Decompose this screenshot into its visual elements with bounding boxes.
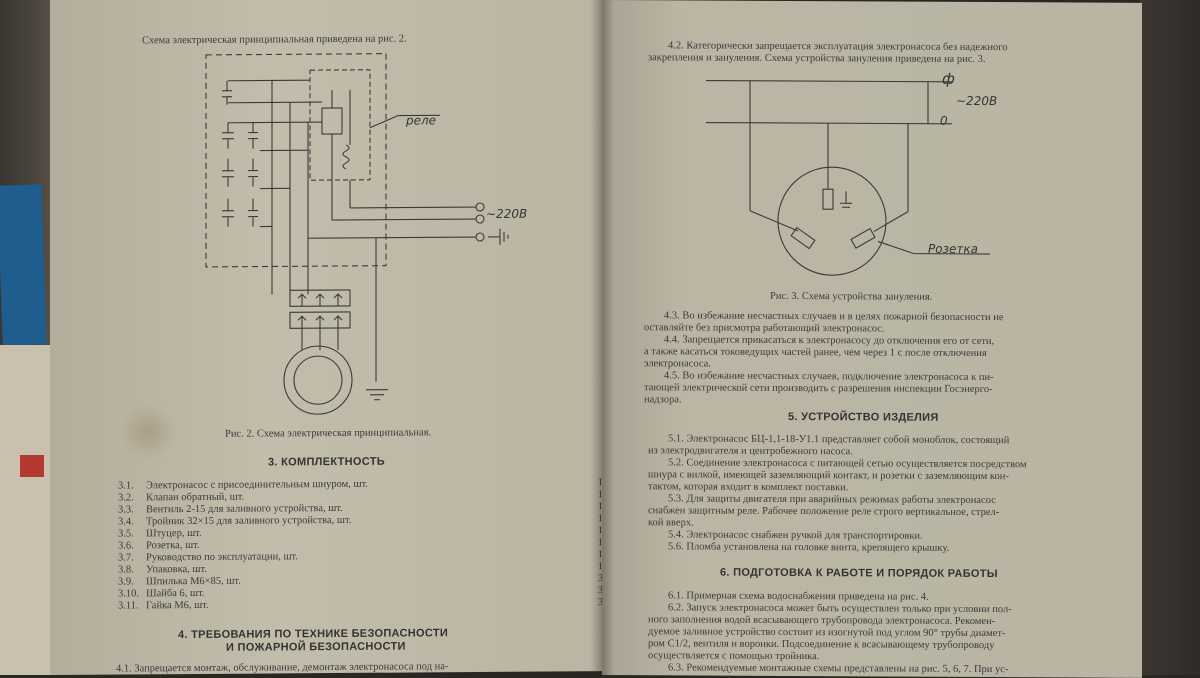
- paper-stack: [0, 345, 52, 675]
- fig3-voltage-label: ~220В: [956, 94, 997, 108]
- zero-label: 0: [940, 114, 948, 128]
- blue-folder: [0, 184, 47, 345]
- figure-2-caption: Рис. 2. Схема электрическая принципиальн…: [225, 427, 431, 441]
- section-4-first-line: 4.1. Запрещается монтаж, обслуживание, д…: [116, 661, 448, 676]
- voltage-label: ~220В: [486, 207, 527, 221]
- section-4-title-line-2: И ПОЖАРНОЙ БЕЗОПАСНОСТИ: [226, 641, 406, 654]
- section-3-title: 3. КОМПЛЕКТНОСТЬ: [268, 456, 385, 469]
- paragraph-6-3: 6.3. Рекомендуемые монтажные схемы предс…: [668, 662, 1008, 676]
- page-stain: [118, 404, 178, 459]
- paragraph-4-4-line-3: электронасоса.: [644, 358, 711, 371]
- paragraph-5-3-line-2: снабжен защитным реле. Рабочее положение…: [648, 505, 999, 519]
- paragraph-4-5-line-3: надзора.: [644, 394, 682, 407]
- phase-label: ф: [942, 70, 955, 88]
- section-6-title: 6. ПОДГОТОВКА К РАБОТЕ И ПОРЯДОК РАБОТЫ: [720, 567, 998, 580]
- paragraph-4-2-line-2: закрепления и зануления. Схема устройств…: [648, 52, 986, 66]
- desk-background-right: [1140, 0, 1200, 675]
- section-5-title: 5. УСТРОЙСТВО ИЗДЕЛИЯ: [788, 411, 939, 424]
- book-spine: [590, 0, 614, 675]
- left-page: Схема электрическая принципиальная приве…: [50, 0, 602, 675]
- paragraph-5-3-line-3: кой вверх.: [648, 517, 694, 530]
- right-page: 4.2. Категорически запрещается эксплуата…: [602, 0, 1142, 678]
- intro-text: Схема электрическая принципиальная приве…: [142, 34, 407, 48]
- kit-list: 3.1.Электронасос с присоединительным шну…: [118, 477, 603, 480]
- red-mark: [20, 455, 44, 477]
- section-4-title-line-1: 4. ТРЕБОВАНИЯ ПО ТЕХНИКЕ БЕЗОПАСНОСТИ: [178, 627, 448, 641]
- paragraph-5-6: 5.6. Пломба установлена на головке винта…: [668, 541, 949, 555]
- paragraph-4-5-line-2: тающей электрической сети производить с …: [644, 382, 993, 396]
- socket-label: Розетка: [928, 242, 978, 256]
- list-item: 3.11.Гайка М6, шт.3: [118, 597, 603, 612]
- relay-label: реле: [406, 113, 436, 127]
- figure-2-schematic: [200, 49, 520, 421]
- figure-3-caption: Рис. 3. Схема устройства зануления.: [770, 291, 932, 304]
